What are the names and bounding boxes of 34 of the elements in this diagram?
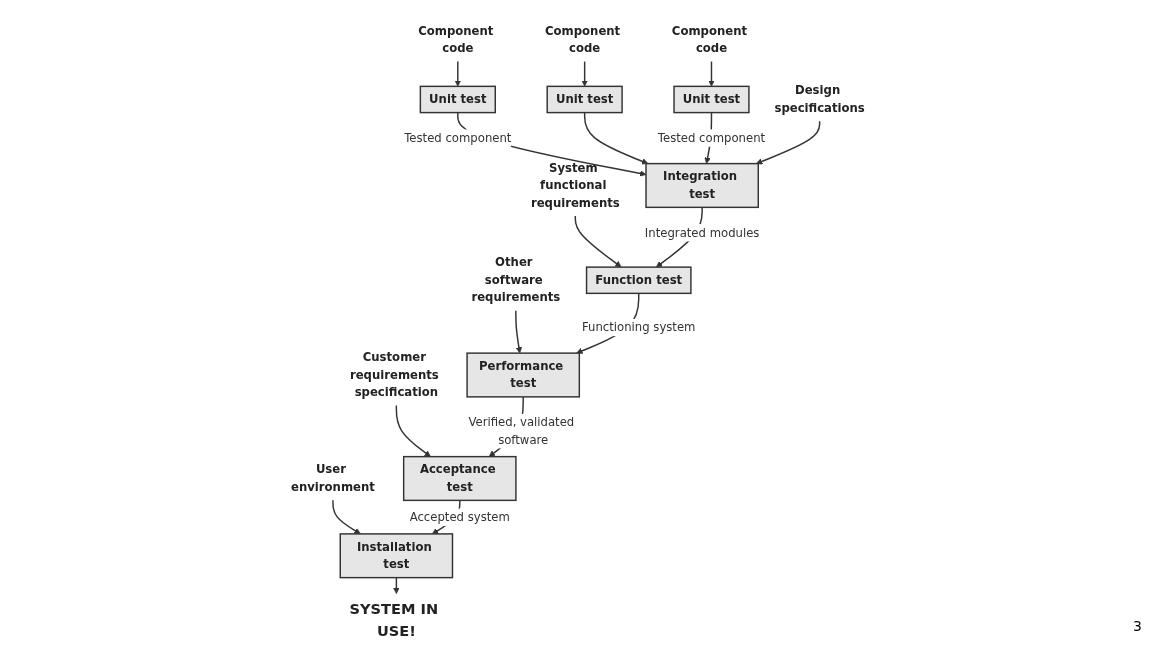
arrow bbox=[514, 310, 522, 354]
edge-label: Accepted system bbox=[409, 509, 510, 524]
arrow bbox=[331, 499, 361, 535]
arrow bbox=[454, 60, 461, 87]
arrow bbox=[392, 576, 400, 594]
node-box: Performance test bbox=[466, 352, 580, 398]
node-box: Installation test bbox=[339, 533, 453, 579]
edge-label: Tested component bbox=[403, 130, 512, 145]
arrow bbox=[574, 215, 622, 268]
arrow bbox=[395, 404, 431, 457]
node-text: Design specifications bbox=[774, 83, 865, 115]
edge-label: Integrated modules bbox=[644, 225, 760, 240]
node-text: SYSTEM IN USE! bbox=[349, 600, 438, 640]
edge-label: Tested component bbox=[657, 130, 765, 145]
node-text: Component code bbox=[417, 23, 494, 56]
node-text: Other software requirements bbox=[471, 255, 560, 305]
arrow bbox=[583, 111, 648, 165]
node-text: Customer requirements specification bbox=[349, 350, 439, 400]
node-box: Unit test bbox=[673, 85, 750, 114]
page-number: 3 bbox=[1133, 618, 1142, 634]
node-text: Component code bbox=[544, 23, 620, 56]
node-text: User environment bbox=[290, 462, 375, 494]
edge-label: Functioning system bbox=[581, 320, 696, 335]
edge-label: Verified, validated software bbox=[468, 415, 574, 447]
node-text: Component code bbox=[671, 23, 747, 56]
node-text: System functional requirements bbox=[530, 160, 620, 210]
node-box: Unit test bbox=[419, 85, 496, 114]
node-box: Unit test bbox=[546, 85, 623, 114]
node-box: Function test bbox=[585, 266, 692, 295]
node-box: Acceptance test bbox=[402, 455, 517, 502]
arrow bbox=[755, 120, 821, 165]
node-box: Integration test bbox=[645, 162, 759, 209]
arrow bbox=[707, 60, 715, 87]
arrow bbox=[581, 60, 588, 87]
